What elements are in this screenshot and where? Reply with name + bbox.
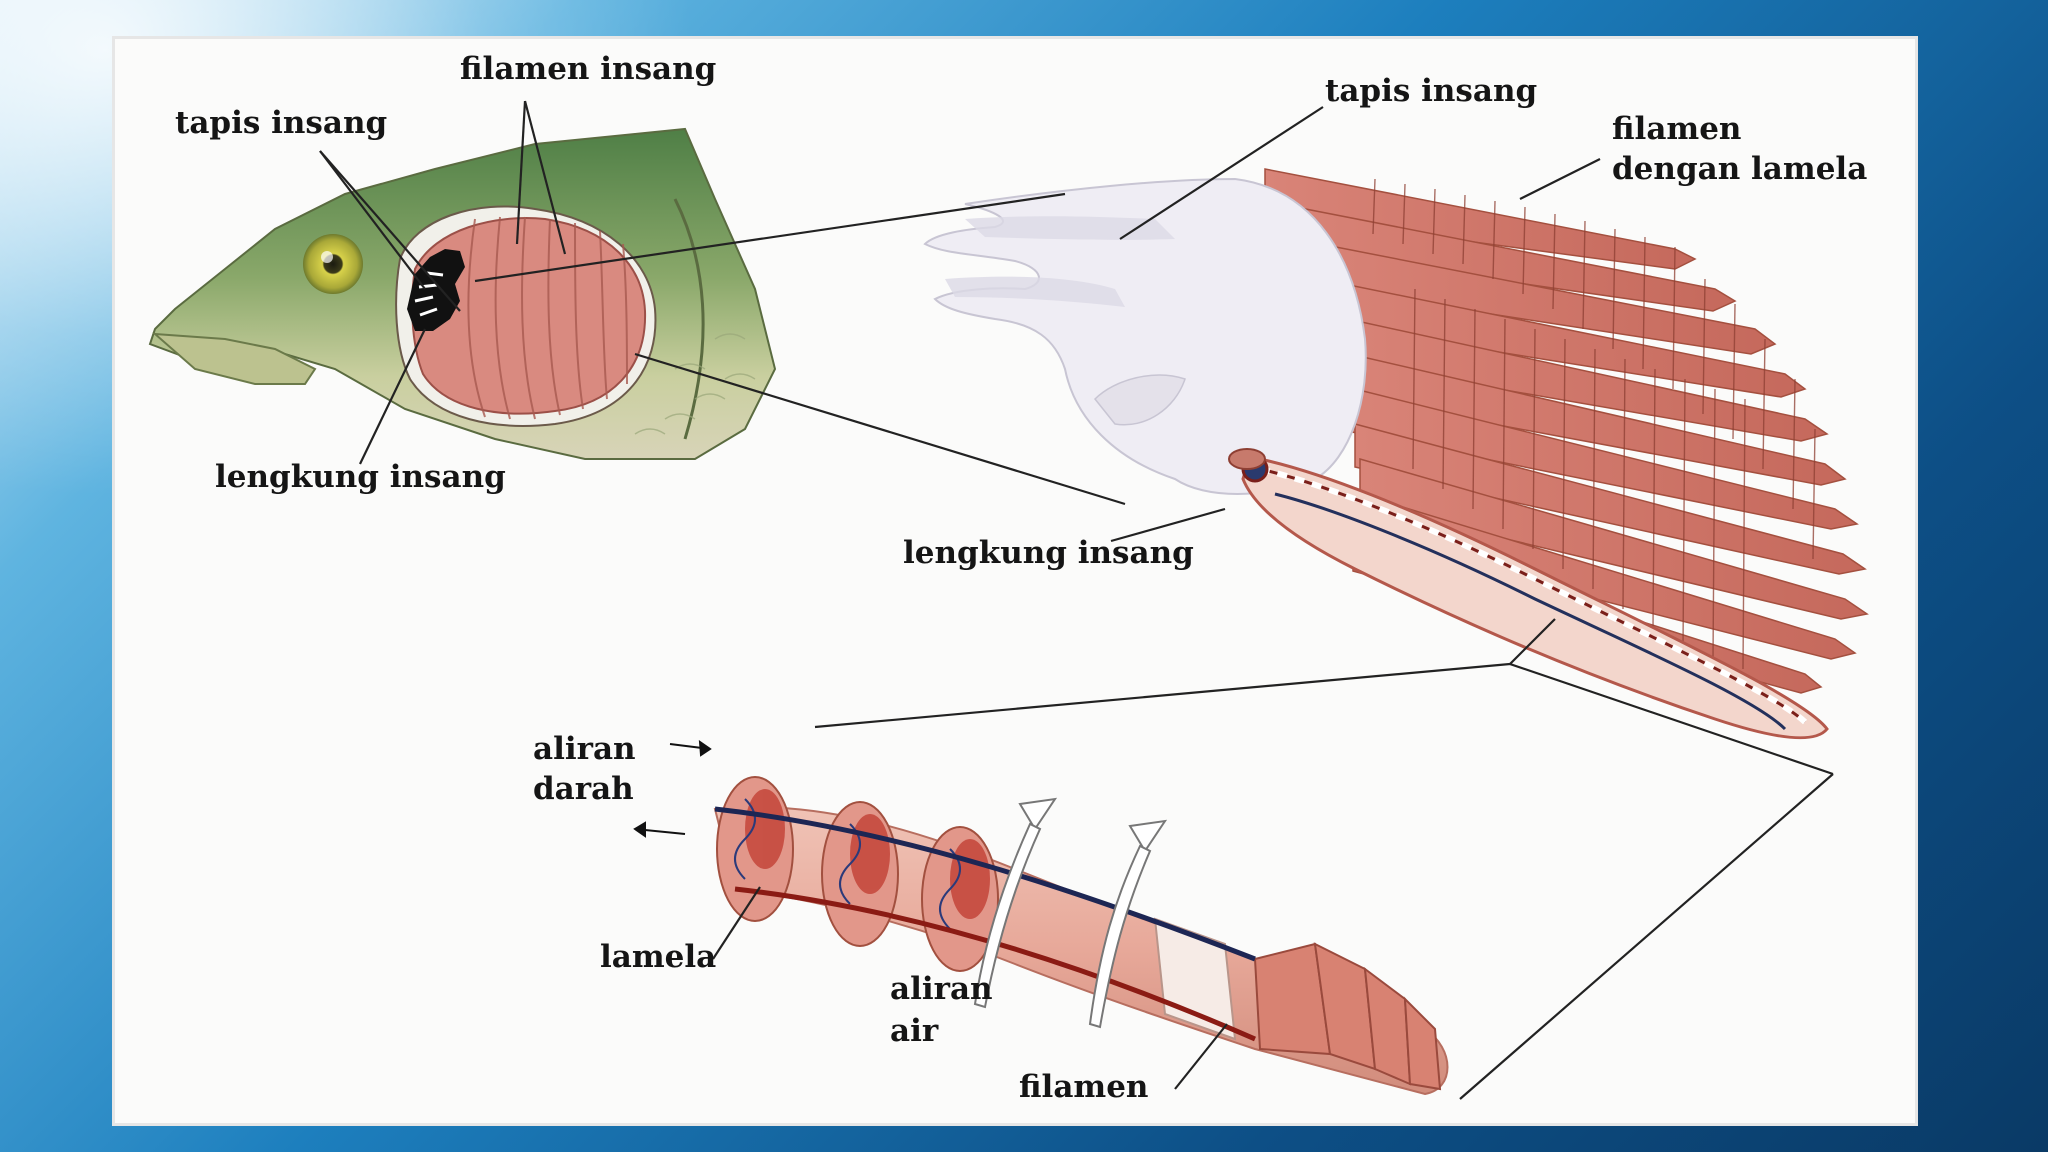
diagram-panel: filamen insang tapis insang lengkung ins… xyxy=(112,36,1918,1126)
label-arch-raker: tapis insang xyxy=(1325,73,1538,109)
filament-detail xyxy=(633,739,1449,1096)
label-arch-filament-2: dengan lamela xyxy=(1612,151,1868,187)
label-blood-1: aliran xyxy=(533,731,636,767)
label-head-filament: filamen insang xyxy=(460,51,717,87)
label-lamella: lamela xyxy=(600,939,717,975)
gill-arch xyxy=(923,168,1869,740)
label-blood-2: darah xyxy=(533,771,634,807)
diagram-canvas xyxy=(148,100,1869,1100)
leader-lines xyxy=(319,100,1834,1100)
label-water-1: aliran xyxy=(890,971,993,1007)
label-filament: filamen xyxy=(1019,1069,1149,1105)
label-head-raker: tapis insang xyxy=(175,105,388,141)
label-arch-filament-1: filamen xyxy=(1612,111,1742,147)
fish-eye-icon xyxy=(303,234,363,294)
label-water-2: air xyxy=(890,1013,939,1049)
fish-head xyxy=(148,127,777,460)
label-arch-arch: lengkung insang xyxy=(903,535,1194,571)
label-head-arch: lengkung insang xyxy=(215,459,506,495)
